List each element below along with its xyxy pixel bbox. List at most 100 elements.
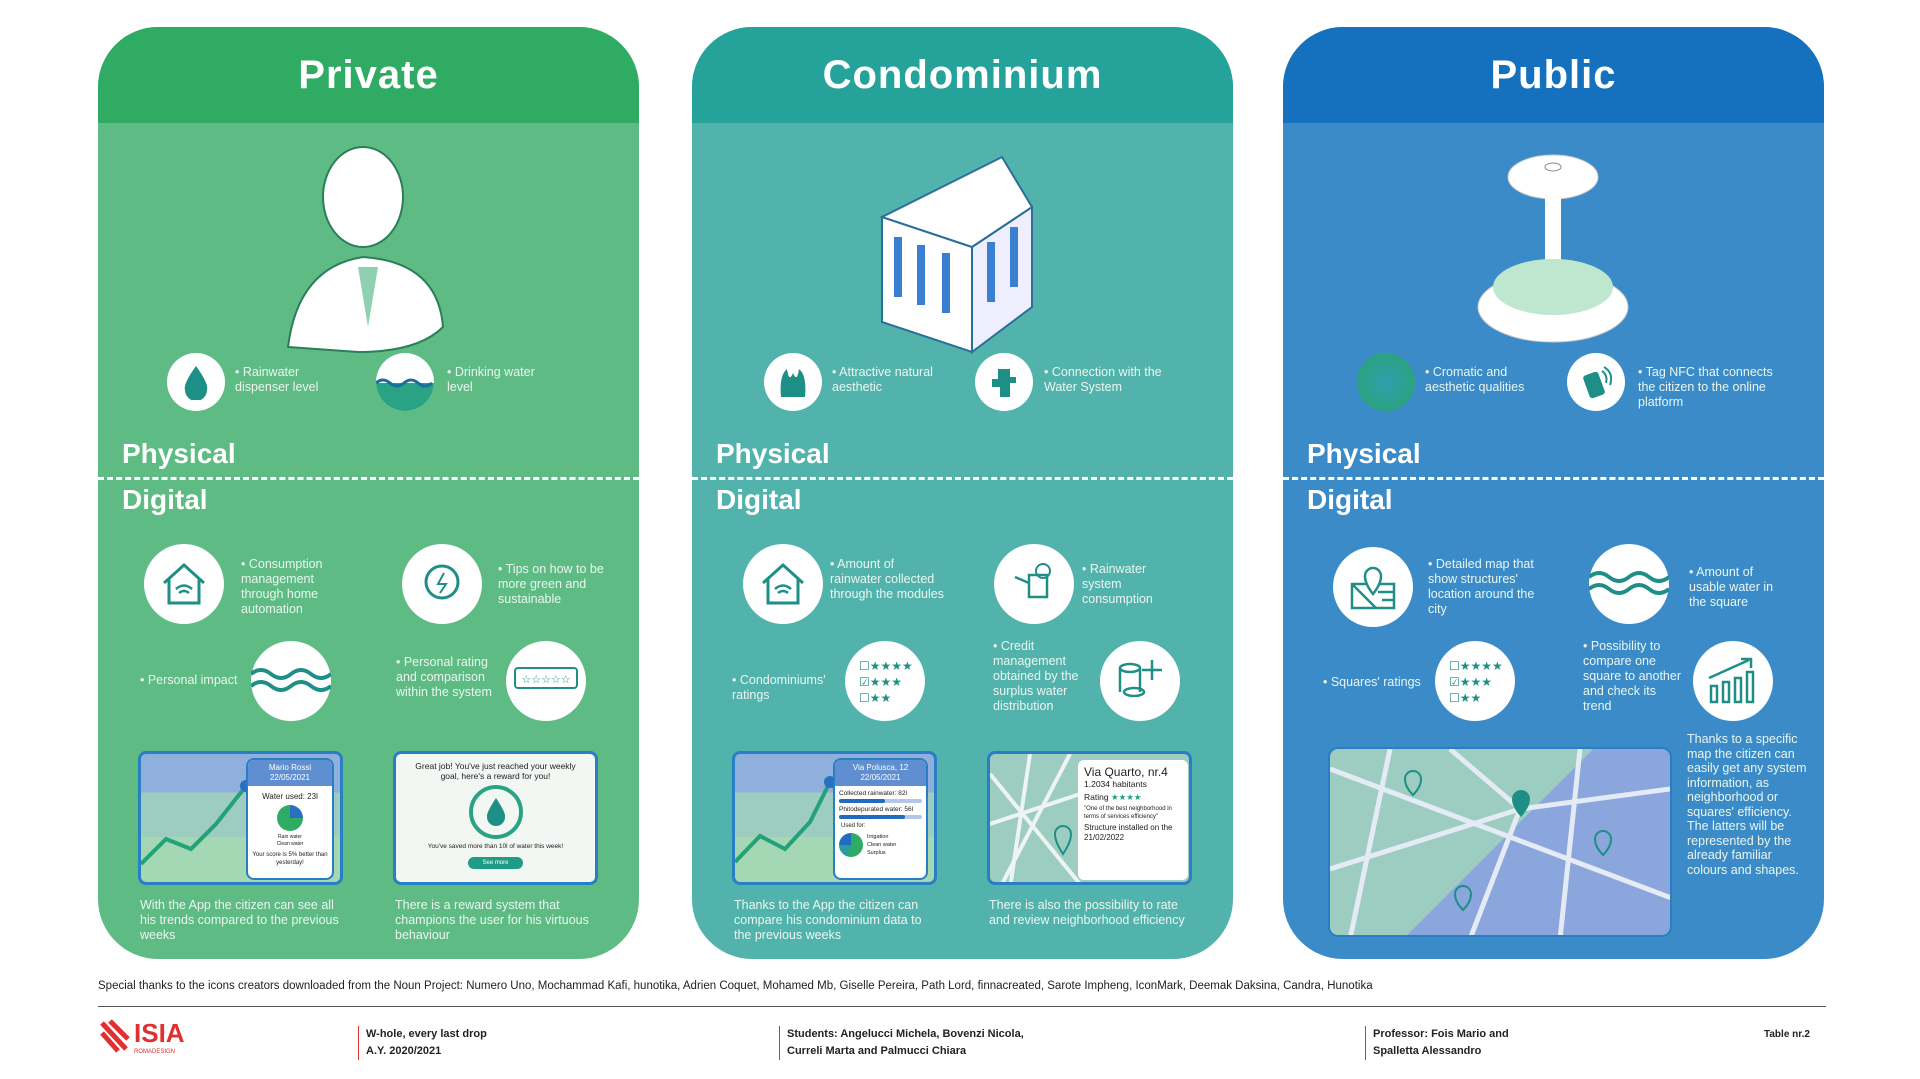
students: Students: Angelucci Michela, Bovenzi Nic…: [787, 1028, 1024, 1040]
street-map: [990, 754, 1081, 882]
panel-title: Public: [1283, 27, 1824, 123]
water-used: Water used: 23l: [262, 792, 318, 801]
checklist-rating-icon: ☐★★★★ ☑★★★ ☐★★: [1435, 641, 1515, 721]
coins-plus-icon: [1100, 641, 1180, 721]
collected-rainwater: Collected rainwater: 82l: [839, 790, 907, 797]
svg-text:☆☆☆☆☆: ☆☆☆☆☆: [521, 674, 570, 686]
city-map[interactable]: [1328, 747, 1672, 937]
physical-label: Physical: [716, 438, 830, 469]
digital-feature-text: • Consumption management through home au…: [241, 557, 323, 616]
digital-feature-text: • Squares' ratings: [1323, 675, 1421, 689]
students: Curreli Marta and Palmucci Chiara: [787, 1045, 967, 1057]
legend-item: Clean water: [276, 841, 304, 847]
legend-item: Surplus: [867, 850, 886, 856]
score-text: Your score is 5% better than yesterday!: [252, 852, 328, 866]
address: Via Polusca, 12: [852, 763, 909, 772]
water-tap-icon: [975, 353, 1033, 411]
building-illustration: [879, 155, 1034, 354]
waves-icon: [251, 641, 331, 721]
panel-public: Public • Cromatic and aesthetic qualitie…: [1283, 27, 1824, 959]
legend-item: Irrigation: [867, 834, 889, 840]
address: Via Quarto, nr.4: [1084, 765, 1168, 779]
caption: Thanks to the App the citizen can compar…: [734, 898, 922, 942]
smart-home-icon: [743, 544, 823, 624]
physical-label: Physical: [1307, 438, 1421, 469]
map-pin-icon: [1333, 547, 1413, 627]
star-rating-icon: ☆☆☆☆☆: [506, 641, 586, 721]
svg-text:☑★★★: ☑★★★: [1449, 675, 1492, 689]
digital-feature-text: • Condominiums' ratings: [732, 673, 826, 702]
growth-chart-icon: [1693, 641, 1773, 721]
neighborhood-card: Via Quarto, nr.4 1.2034 habitants Rating…: [1078, 760, 1188, 880]
physical-feature-text: • Cromatic and aesthetic qualities: [1425, 365, 1525, 394]
neighborhood-map-screen: Via Quarto, nr.4 1.2034 habitants Rating…: [987, 751, 1192, 885]
review-quote: "One of the best neighborhood in terms o…: [1084, 806, 1172, 820]
digital-feature-text: • Credit management obtained by the surp…: [993, 639, 1079, 713]
watering-can-icon: [994, 544, 1074, 624]
icon-credits: Special thanks to the icons creators dow…: [98, 980, 1373, 992]
caption: There is also the possibility to rate an…: [989, 898, 1185, 927]
svg-text:☐★★: ☐★★: [859, 691, 891, 705]
lightbulb-tip-icon: [402, 544, 482, 624]
nfc-phone-icon: [1567, 353, 1625, 411]
digital-feature-text: • Possibility to compare one square to a…: [1583, 639, 1681, 713]
svg-text:☐★★★★: ☐★★★★: [1449, 659, 1503, 673]
professors: Professor: Fois Mario and: [1373, 1028, 1509, 1040]
drop-icon: [167, 353, 225, 411]
color-gradient-icon: [1357, 353, 1415, 411]
rating-label: Rating: [1084, 792, 1109, 802]
smart-home-icon: [144, 544, 224, 624]
digital-feature-text: • Personal impact: [140, 673, 238, 687]
svg-text:☐★★★★: ☐★★★★: [859, 659, 913, 673]
svg-text:☑★★★: ☑★★★: [859, 675, 902, 689]
date: 22/05/2021: [860, 773, 901, 782]
used-for-label: Used for:: [841, 823, 866, 829]
reward-screen: Great job! You've just reached your week…: [393, 751, 598, 885]
professors: Spalletta Alessandro: [1373, 1045, 1482, 1057]
pie-chart: [277, 805, 303, 831]
digital-feature-text: • Rainwater system consumption: [1082, 562, 1153, 606]
panel-title: Condominium: [692, 27, 1233, 123]
date: 22/05/2021: [269, 773, 311, 782]
caption: There is a reward system that champions …: [395, 898, 589, 942]
installed-date: Structure installed on the 21/02/2022: [1084, 823, 1173, 842]
academic-year: A.Y. 2020/2021: [366, 1045, 442, 1057]
caption: Thanks to a specific map the citizen can…: [1687, 732, 1807, 877]
fountain-illustration: [1477, 154, 1629, 343]
pie-chart: [839, 833, 863, 857]
waves-icon: [1589, 544, 1669, 624]
legend-item: Rain water: [278, 834, 302, 840]
panel-title: Private: [98, 27, 639, 123]
svg-text:☐★★: ☐★★: [1449, 691, 1481, 705]
logo-text: ISIA: [134, 1018, 185, 1048]
digital-feature-text: • Personal rating and comparison within …: [396, 655, 492, 699]
water-level-icon: [376, 353, 434, 411]
divider: [692, 477, 1233, 480]
drop-icon: [468, 785, 523, 839]
digital-label: Digital: [122, 484, 208, 515]
plant-icon: [764, 353, 822, 411]
digital-feature-text: • Amount of usable water in the square: [1689, 565, 1774, 609]
checklist-rating-icon: ☐★★★★ ☑★★★ ☐★★: [845, 641, 925, 721]
see-more-button[interactable]: See more: [468, 857, 523, 869]
rating-stars: ★★★★: [1110, 792, 1142, 802]
isia-logo-mark: [100, 1019, 130, 1053]
habitants: 1.2034 habitants: [1084, 779, 1147, 789]
divider: [98, 477, 639, 480]
saved-text: You've saved more than 10l of water this…: [427, 843, 564, 850]
project-title: W-hole, every last drop: [366, 1028, 487, 1040]
digital-label: Digital: [716, 484, 802, 515]
physical-feature-text: • Rainwater dispenser level: [235, 365, 319, 394]
reward-message: Great job! You've just reached your week…: [415, 761, 576, 781]
phito-progress: [839, 815, 906, 819]
digital-feature-text: • Detailed map that show structures' loc…: [1428, 557, 1535, 616]
digital-label: Digital: [1307, 484, 1393, 515]
footer-divider: [98, 1006, 1826, 1007]
caption: With the App the citizen can see all his…: [140, 898, 339, 942]
panel-private: Private • Rainwater dispenser level • Dr…: [98, 27, 639, 959]
panel-condominium: Condominium • Attractive natural aesthet…: [692, 27, 1233, 959]
divider: [1283, 477, 1824, 480]
physical-feature-text: • Attractive natural aesthetic: [832, 365, 933, 394]
collected-progress: [839, 799, 885, 803]
